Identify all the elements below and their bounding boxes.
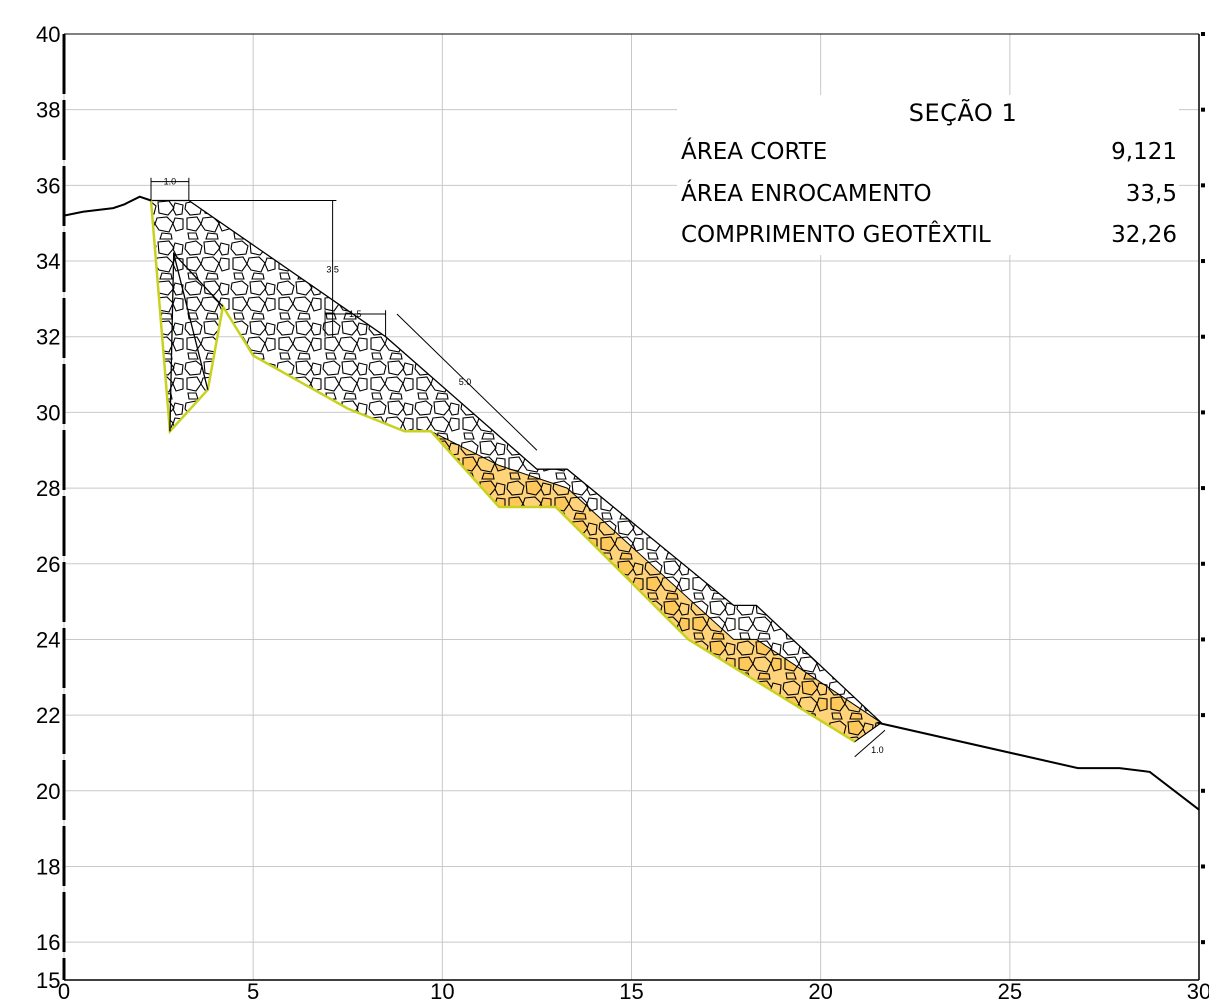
section-info-panel: SEÇÃO 1 ÁREA CORTE 9,121 ÁREA ENROCAMENT… xyxy=(677,95,1179,255)
right-tick-mark xyxy=(1201,183,1205,188)
comprimento-geotextil-label: COMPRIMENTO GEOTÊXTIL xyxy=(681,222,991,248)
right-tick-mark xyxy=(1201,637,1205,642)
y-tick-label: 28 xyxy=(36,476,60,501)
x-tick-label: 25 xyxy=(998,979,1022,1001)
x-tick-label: 5 xyxy=(247,979,259,1001)
right-tick-mark xyxy=(1201,864,1205,869)
y-tick-label: 34 xyxy=(36,249,60,274)
right-tick-mark xyxy=(1201,940,1205,945)
y-tick-label: 22 xyxy=(36,703,60,728)
y-tick-label: 15 xyxy=(36,968,60,993)
right-tick-mark xyxy=(1201,713,1205,718)
x-tick-label: 10 xyxy=(430,979,454,1001)
dimension-annotations: 1.0 3.5 1.5 5.0 1.0 xyxy=(150,177,886,758)
right-tick-mark xyxy=(1201,259,1205,264)
y-tick-label: 24 xyxy=(36,627,60,652)
right-tick-mark xyxy=(1201,32,1205,36)
x-tick-label: 30 xyxy=(1187,979,1209,1001)
geotextile-line xyxy=(149,200,856,743)
area-enrocamento-value: 33,5 xyxy=(1125,181,1177,207)
y-tick-label: 26 xyxy=(36,552,60,577)
x-tick-label: 0 xyxy=(58,979,70,1001)
right-tick-mark xyxy=(1201,410,1205,415)
y-tick-label: 16 xyxy=(36,930,60,955)
section-title: SEÇÃO 1 xyxy=(908,99,1018,127)
x-tick-label: 20 xyxy=(808,979,832,1001)
info-row-comprimento-geotextil: COMPRIMENTO GEOTÊXTIL 32,26 xyxy=(681,222,1177,254)
y-tick-label: 36 xyxy=(36,173,60,198)
area-enrocamento-label: ÁREA ENROCAMENTO xyxy=(681,181,932,207)
dim-slope-length-line xyxy=(396,313,538,451)
terrain-profile-layer xyxy=(63,195,1200,811)
area-corte-label: ÁREA CORTE xyxy=(681,139,828,165)
right-tick-mark xyxy=(1201,486,1205,491)
y-tick-label: 40 xyxy=(36,22,60,47)
terrain-profile-right xyxy=(877,721,1200,811)
area-corte-value: 9,121 xyxy=(1111,139,1177,165)
right-tick-mark xyxy=(1201,561,1205,566)
info-row-area-corte: ÁREA CORTE 9,121 xyxy=(681,139,1177,171)
y-tick-label: 32 xyxy=(36,325,60,350)
wedge-line xyxy=(169,251,224,432)
right-tick-mark xyxy=(1201,788,1205,793)
y-tick-label: 18 xyxy=(36,854,60,879)
comprimento-geotextil-value: 32,26 xyxy=(1111,222,1177,248)
y-tick-label: 20 xyxy=(36,779,60,804)
dim-height-label: 3.5 xyxy=(326,264,339,274)
dim-bottom-thickness-label: 1.0 xyxy=(871,745,884,755)
cut-fill-area xyxy=(430,430,883,743)
dim-bottom-thickness-line xyxy=(854,729,886,758)
axis-frame xyxy=(62,32,1205,981)
x-tick-label: 15 xyxy=(619,979,643,1001)
terrain-profile-left xyxy=(63,195,152,217)
dim-berm-width-label: 1.5 xyxy=(349,309,362,319)
y-tick-label: 38 xyxy=(36,98,60,123)
info-row-area-enrocamento: ÁREA ENROCAMENTO 33,5 xyxy=(681,181,1177,213)
right-tick-mark xyxy=(1201,107,1205,112)
y-tick-label: 30 xyxy=(36,400,60,425)
dim-slope-length-label: 5.0 xyxy=(459,377,472,387)
dim-top-width-label: 1.0 xyxy=(164,177,177,187)
right-tick-mark xyxy=(1201,334,1205,339)
rock-fill-layer xyxy=(149,199,883,743)
wedge-line xyxy=(173,253,209,390)
